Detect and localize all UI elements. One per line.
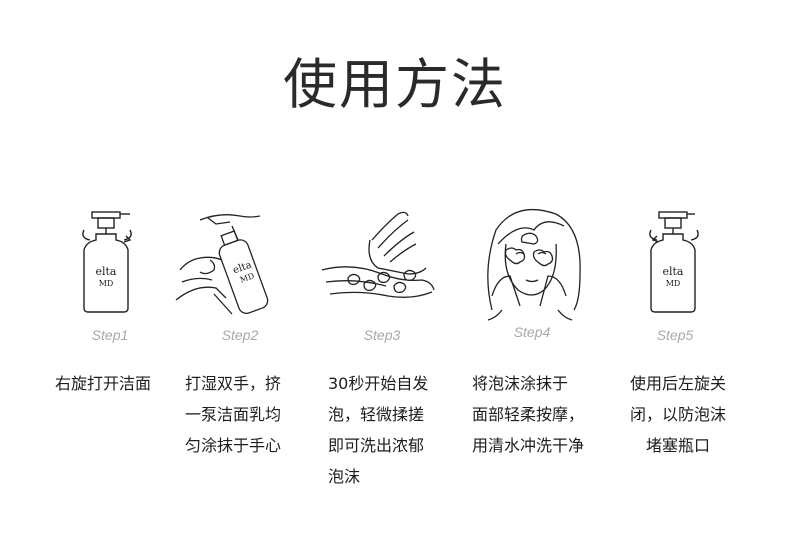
step-label: Step4	[513, 324, 551, 340]
hands-rubbing-foam-icon	[321, 211, 435, 298]
svg-text:elta: elta	[662, 265, 683, 278]
bottle-rotate-right-icon: elta MD	[82, 211, 132, 313]
step-label: Step1	[91, 327, 129, 343]
step-2: elta MD Step2 打湿双手，挤 一泵洁面乳均 匀涂抹于手心	[170, 200, 310, 500]
step-description: 右旋打开洁面	[55, 374, 152, 393]
step-5: elta MD Step5 使用后左旋关 闭，以防泡沫 堵塞瓶口	[605, 200, 745, 500]
step-description: 使用后左旋关 闭，以防泡沫 堵塞瓶口	[629, 374, 726, 455]
svg-text:MD: MD	[99, 279, 114, 288]
step-3: Step3 30秒开始自发 泡，轻微揉搓 即可洗出浓郁 泡沫	[312, 200, 452, 500]
step-description: 30秒开始自发 泡，轻微揉搓 即可洗出浓郁 泡沫	[328, 374, 429, 486]
step-1: elta MD Step1 右旋打开洁面	[40, 200, 180, 500]
face-foam-icon	[487, 208, 581, 321]
step-label: Step3	[363, 327, 401, 343]
hand-pump-bottle-icon: elta MD	[175, 214, 269, 315]
step-4: Step4 将泡沫涂抹于 面部轻柔按摩， 用清水冲洗干净	[462, 200, 602, 500]
step-label: Step2	[221, 327, 259, 343]
page-title: 使用方法	[283, 53, 507, 116]
step-description: 将泡沫涂抹于 面部轻柔按摩， 用清水冲洗干净	[472, 374, 585, 455]
svg-text:elta: elta	[95, 265, 116, 278]
svg-text:MD: MD	[666, 279, 681, 288]
bottle-rotate-left-icon: elta MD	[649, 211, 699, 313]
step-label: Step5	[656, 327, 694, 343]
step-description: 打湿双手，挤 一泵洁面乳均 匀涂抹于手心	[185, 374, 282, 455]
